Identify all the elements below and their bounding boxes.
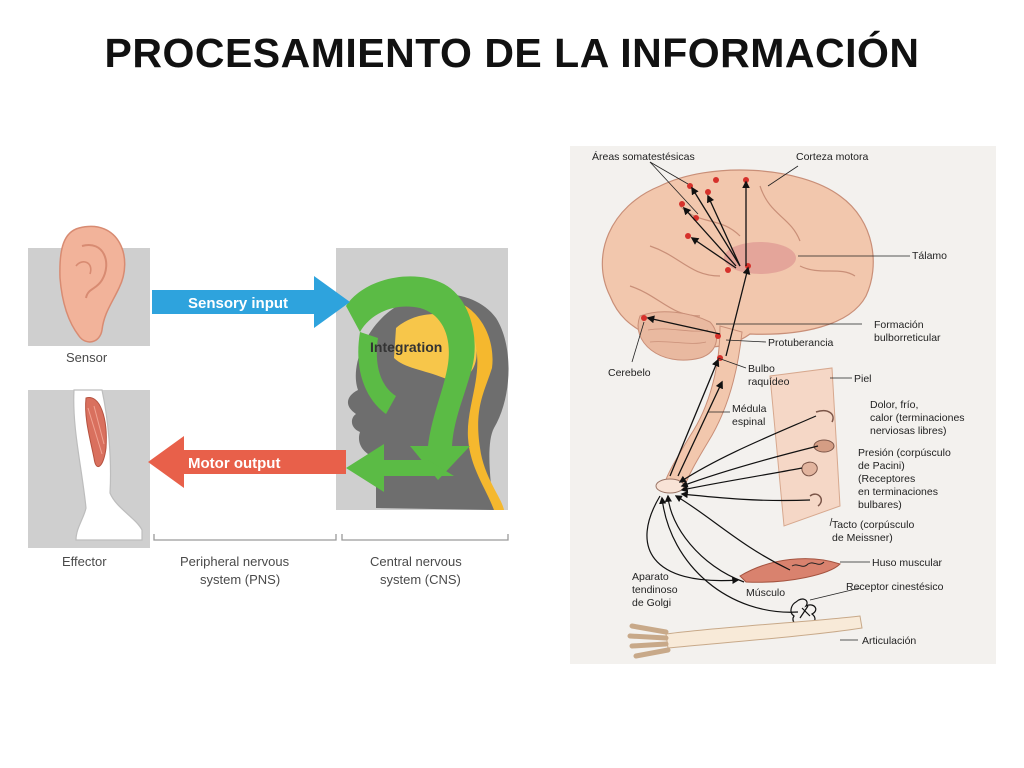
label-tacto-line1: Tacto (corpúsculo xyxy=(832,519,914,531)
label-presion-line3: (Receptores xyxy=(858,473,915,485)
leader-lines xyxy=(631,161,910,641)
sensory-pathways-diagram: Áreas somatestésicas Corteza motora Tála… xyxy=(570,146,996,664)
label-presion-line4: en terminaciones xyxy=(858,486,938,498)
afferent-pathways xyxy=(646,415,819,613)
label-presion-line5: bulbares) xyxy=(858,499,902,511)
label-receptor-cinestesico: Receptor cinestésico xyxy=(846,581,944,593)
pns-label-line2: system (PNS) xyxy=(200,572,280,587)
leg-muscle-icon xyxy=(73,389,143,541)
pns-label-line1: Peripheral nervous xyxy=(180,554,290,569)
label-presion-line2: de Pacini) xyxy=(858,460,905,472)
label-piel: Piel xyxy=(854,373,872,385)
label-articulacion: Articulación xyxy=(862,635,916,647)
label-formacion-line2: bulborreticular xyxy=(874,332,941,344)
nervous-system-diagram: Integration Sensory input Motor output S… xyxy=(28,225,509,587)
ear-icon xyxy=(59,225,126,343)
label-bulbo-line2: raquídeo xyxy=(748,376,790,388)
label-huso-muscular: Huso muscular xyxy=(872,557,943,569)
effector-label: Effector xyxy=(62,554,107,569)
label-dolor-line2: calor (terminaciones xyxy=(870,412,965,424)
sensory-input-label: Sensory input xyxy=(188,295,288,312)
label-aparato-line1: Aparato xyxy=(632,571,669,583)
label-formacion-line1: Formación xyxy=(874,319,924,331)
cns-label-line2: system (CNS) xyxy=(380,572,461,587)
label-tacto-line2: de Meissner) xyxy=(832,532,893,544)
label-dolor-line3: nerviosas libres) xyxy=(870,425,946,437)
thalamus xyxy=(724,242,796,274)
sensor-label: Sensor xyxy=(66,350,108,365)
integration-label: Integration xyxy=(370,339,442,355)
spinal-segment xyxy=(655,478,685,494)
motor-output-arrow xyxy=(148,436,346,488)
label-cerebelo: Cerebelo xyxy=(608,367,651,379)
label-corteza-motora: Corteza motora xyxy=(796,151,869,163)
label-musculo: Músculo xyxy=(746,587,785,599)
label-bulbo-line1: Bulbo xyxy=(748,363,775,375)
pns-bracket xyxy=(153,534,337,541)
slide-title: PROCESAMIENTO DE LA INFORMACIÓN xyxy=(104,30,920,76)
label-aparato-line2: tendinoso xyxy=(632,584,678,596)
label-aparato-line3: de Golgi xyxy=(632,597,671,609)
label-presion-line1: Presión (corpúsculo xyxy=(858,447,951,459)
integration-loop-arrow xyxy=(346,276,475,492)
cns-label-line1: Central nervous xyxy=(370,554,462,569)
motor-output-label: Motor output xyxy=(188,455,280,472)
label-talamo: Tálamo xyxy=(912,250,947,262)
muscle-spindle xyxy=(739,558,841,583)
skin-strip xyxy=(769,367,841,527)
label-protuberancia: Protuberancia xyxy=(768,337,834,349)
arm-bones xyxy=(627,615,863,659)
cns-bracket xyxy=(341,534,509,541)
label-medula-line2: espinal xyxy=(732,416,765,428)
label-areas-somatestesicas: Áreas somatestésicas xyxy=(592,150,695,163)
brain-illustration xyxy=(601,169,874,494)
label-medula-line1: Médula xyxy=(732,403,767,415)
brain-pathways xyxy=(646,180,751,477)
label-dolor-line1: Dolor, frío, xyxy=(870,399,918,411)
sensory-input-arrow xyxy=(152,276,350,328)
